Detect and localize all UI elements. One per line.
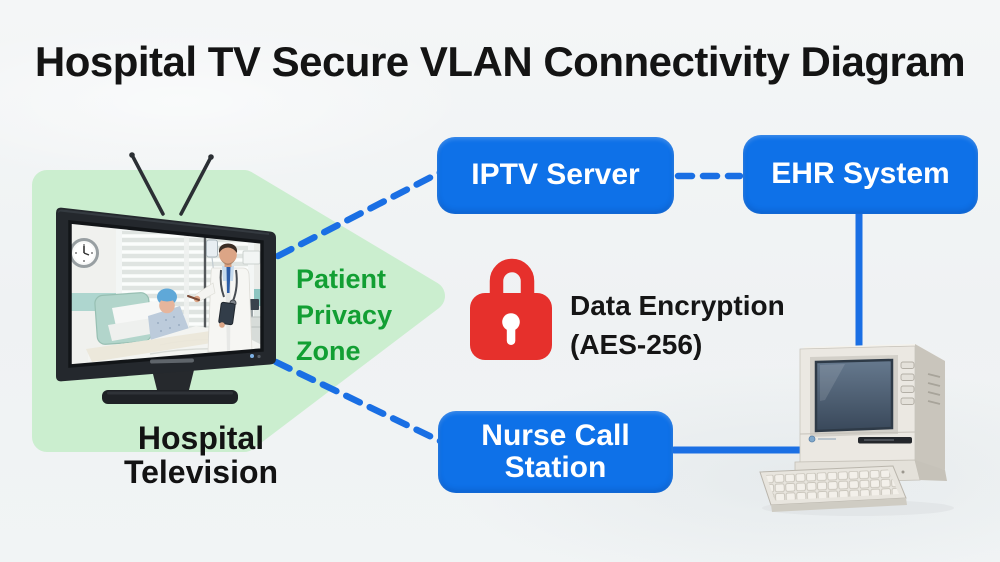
wall-clock bbox=[70, 238, 99, 268]
node-ehr-system-label: EHR System bbox=[771, 157, 950, 191]
connection-tv-nurse bbox=[272, 358, 446, 446]
computer-keyboard bbox=[759, 465, 907, 512]
hospital-tv-illustration bbox=[56, 152, 276, 404]
lock-icon bbox=[470, 258, 552, 360]
data-encryption-label: Data Encryption (AES-256) bbox=[570, 290, 785, 361]
workstation-computer-illustration bbox=[759, 344, 954, 516]
node-iptv-server-label: IPTV Server bbox=[471, 158, 640, 192]
connection-lines bbox=[272, 168, 863, 454]
tv-screen-scene bbox=[70, 222, 262, 366]
privacy-zone-label: Patient Privacy Zone bbox=[296, 264, 393, 366]
doctor-figure bbox=[187, 243, 253, 353]
node-ehr-system: EHR System bbox=[743, 135, 978, 214]
tv-stand bbox=[152, 370, 194, 394]
node-nurse-call-station-label: Nurse Call Station bbox=[481, 418, 630, 484]
computer-side-panel bbox=[915, 344, 945, 470]
connection-tv-iptv bbox=[274, 168, 445, 260]
computer-buttons bbox=[900, 361, 915, 405]
node-iptv-server: IPTV Server bbox=[437, 137, 674, 214]
computer-screen bbox=[814, 358, 894, 433]
hospital-television-label: Hospital Television bbox=[123, 420, 279, 490]
node-nurse-call-station: Nurse Call Station bbox=[438, 411, 673, 493]
page-title: Hospital TV Secure VLAN Connectivity Dia… bbox=[34, 38, 966, 85]
tv-antenna-icon bbox=[130, 153, 213, 216]
tv-power-led bbox=[250, 354, 254, 358]
computer-logo bbox=[808, 435, 816, 443]
